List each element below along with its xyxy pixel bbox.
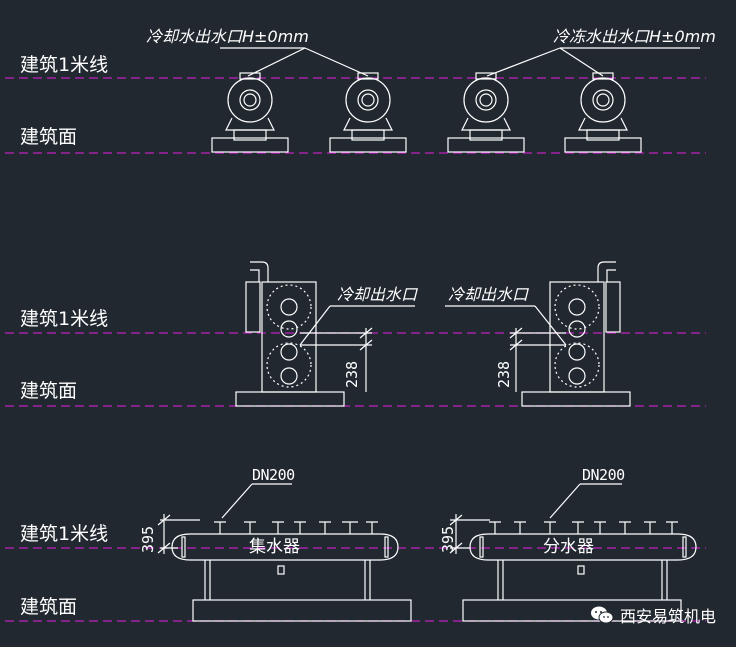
cooling-outlet-note-left: 冷却出水口 [337, 285, 418, 304]
chilled-water-outlet-note: 冷冻水出水口H±0mm [553, 27, 716, 46]
headers-group [157, 483, 697, 622]
cooling-water-outlet-note: 冷却水出水口H±0mm [146, 27, 309, 46]
level-label-1m-mid: 建筑1米线 [20, 308, 109, 330]
level-label-floor-top: 建筑面 [20, 126, 78, 148]
level-label-floor-bottom: 建筑面 [20, 596, 78, 618]
header-collector [157, 483, 412, 622]
pump-2 [329, 72, 407, 153]
pump-leaders-right [486, 47, 700, 77]
pipe-size-left: DN200 [252, 466, 295, 484]
dimension-chiller-left: 238 [343, 360, 361, 388]
level-label-1m-bottom: 建筑1米线 [20, 523, 109, 545]
chiller-left [235, 261, 415, 407]
level-label-floor-mid: 建筑面 [20, 380, 78, 402]
distributor-nozzles [489, 521, 678, 534]
dimension-header-left: 395 [139, 525, 157, 553]
watermark: 西安易筑机电 [590, 603, 716, 627]
chillers-group [235, 261, 631, 407]
pump-leaders-left [220, 47, 369, 77]
collector-nozzles [214, 521, 378, 534]
collector-label: 集水器 [249, 537, 300, 557]
dimension-header-right: 395 [439, 525, 457, 553]
level-lines [5, 77, 706, 622]
watermark-text: 西安易筑机电 [619, 607, 716, 626]
cooling-outlet-note-right: 冷却出水口 [448, 285, 529, 304]
pump-1 [211, 72, 289, 153]
pump-3 [447, 72, 525, 153]
wechat-icon [590, 606, 614, 624]
pipe-size-right: DN200 [582, 466, 625, 484]
level-label-1m-top: 建筑1米线 [20, 54, 109, 76]
pump-4 [564, 72, 642, 153]
header-distributor [449, 483, 697, 622]
dimension-chiller-right: 238 [495, 360, 513, 388]
pumps-group [211, 47, 700, 153]
chiller-right [445, 261, 631, 407]
distributor-label: 分水器 [543, 537, 594, 557]
